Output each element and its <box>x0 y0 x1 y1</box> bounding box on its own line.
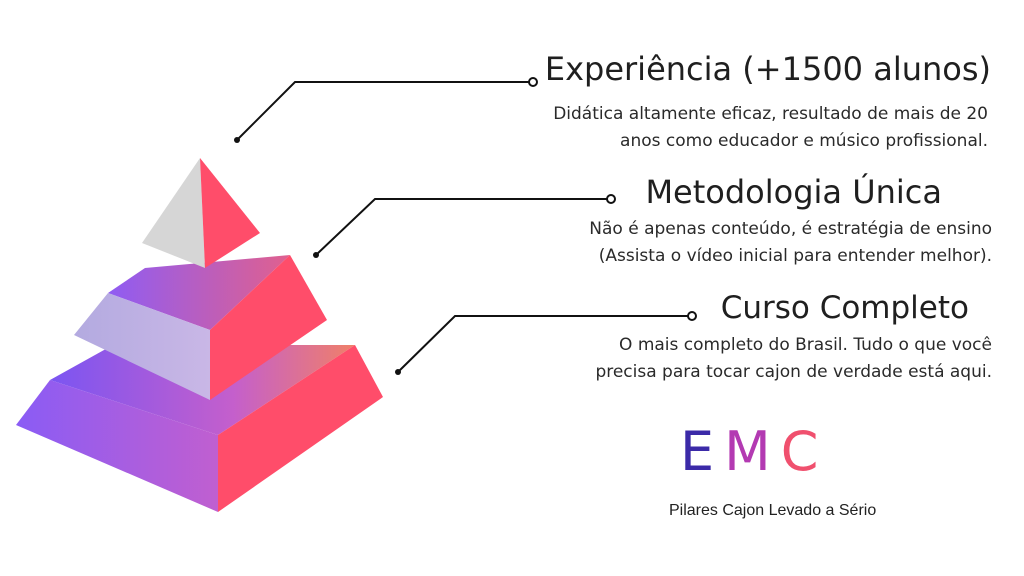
pillar-description-line: Não é apenas conteúdo, é estratégia de e… <box>589 219 992 239</box>
pyramid-tier-top <box>142 158 260 268</box>
pillar-title-methodology: Metodologia Única <box>645 173 942 211</box>
tier-middle-top-face <box>108 255 290 330</box>
tier-middle-left-face <box>74 293 210 400</box>
connector-dot-3 <box>395 369 401 375</box>
connector-end-1 <box>528 77 538 87</box>
connector-end-2 <box>606 194 616 204</box>
emc-logo: EMC <box>680 420 880 483</box>
connector-dot-2 <box>313 252 319 258</box>
logo-letter-m: M <box>724 420 781 483</box>
pillar-description-line: anos como educador e músico profissional… <box>620 131 988 151</box>
tier-top-left-face <box>142 158 205 268</box>
pillar-title-experience: Experiência (+1500 alunos) <box>544 50 991 88</box>
pyramid-tier-middle <box>74 255 327 400</box>
pillar-description-line: precisa para tocar cajon de verdade está… <box>595 362 992 382</box>
logo-letter-e: E <box>680 420 725 483</box>
tier-bottom-right-face <box>218 345 383 512</box>
connector-end-3 <box>687 311 697 321</box>
connector-line-3 <box>397 315 692 373</box>
pillar-description-complete-course: O mais completo do Brasil. Tudo o que vo… <box>595 332 992 386</box>
pillar-description-methodology: Não é apenas conteúdo, é estratégia de e… <box>589 216 992 270</box>
pillar-description-experience: Didática altamente eficaz, resultado de … <box>553 101 988 155</box>
connector-line-2 <box>315 198 611 256</box>
pillar-description-line: Didática altamente eficaz, resultado de … <box>553 104 988 124</box>
connector-dot-1 <box>234 137 240 143</box>
logo-letter-c: C <box>780 420 829 483</box>
connector-line-1 <box>236 81 533 141</box>
tier-top-right-face <box>200 158 260 268</box>
pillar-description-line: O mais completo do Brasil. Tudo o que vo… <box>619 335 992 355</box>
tier-bottom-left-face <box>16 380 218 512</box>
pillar-title-complete-course: Curso Completo <box>720 290 969 326</box>
tier-middle-right-face <box>210 255 327 400</box>
pillar-description-line: (Assista o vídeo inicial para entender m… <box>598 246 992 266</box>
brand-tagline: Pilares Cajon Levado a Sério <box>669 502 877 519</box>
